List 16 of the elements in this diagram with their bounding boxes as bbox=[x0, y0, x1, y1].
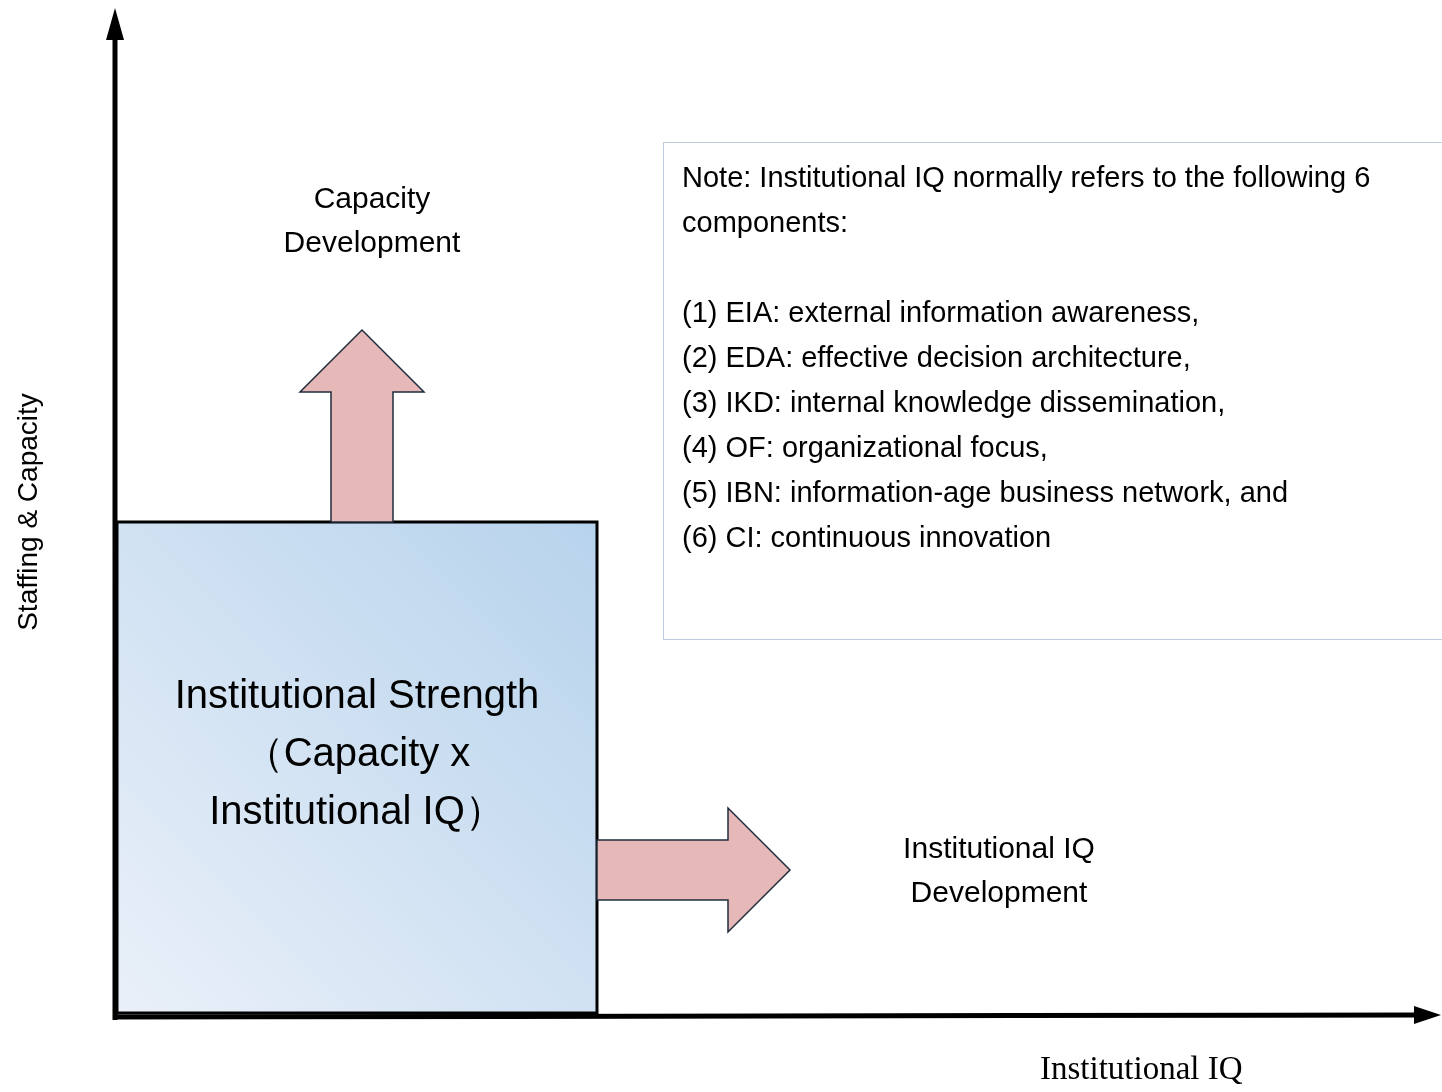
strength-box bbox=[115, 520, 599, 1015]
list-item: (2) EDA: effective decision architecture, bbox=[682, 340, 1192, 375]
block-arrow bbox=[596, 806, 792, 934]
axis-title: Staffing & Capacity bbox=[12, 393, 44, 631]
axis-title: Institutional IQ bbox=[1040, 1050, 1243, 1087]
note-text: Note: Institutional IQ normally refers to the following 6 components: bbox=[682, 160, 1372, 240]
outcome-label: Capacity Development bbox=[282, 180, 462, 260]
box-title: Institutional Strength （Capacity x Institutional IQ） bbox=[173, 671, 541, 834]
note-box bbox=[663, 142, 1442, 640]
outcome-label: Institutional IQ Development bbox=[902, 830, 1096, 910]
block-arrow bbox=[298, 328, 426, 523]
list-item: (4) OF: organizational focus, bbox=[682, 430, 1049, 465]
list-item: (3) IKD: internal knowledge dissemination, bbox=[682, 385, 1227, 420]
list-item: (5) IBN: information-age business network, and bbox=[682, 475, 1290, 510]
list-item: (1) EIA: external information awareness, bbox=[682, 295, 1201, 330]
list-item: (6) CI: continuous innovation bbox=[682, 520, 1053, 555]
